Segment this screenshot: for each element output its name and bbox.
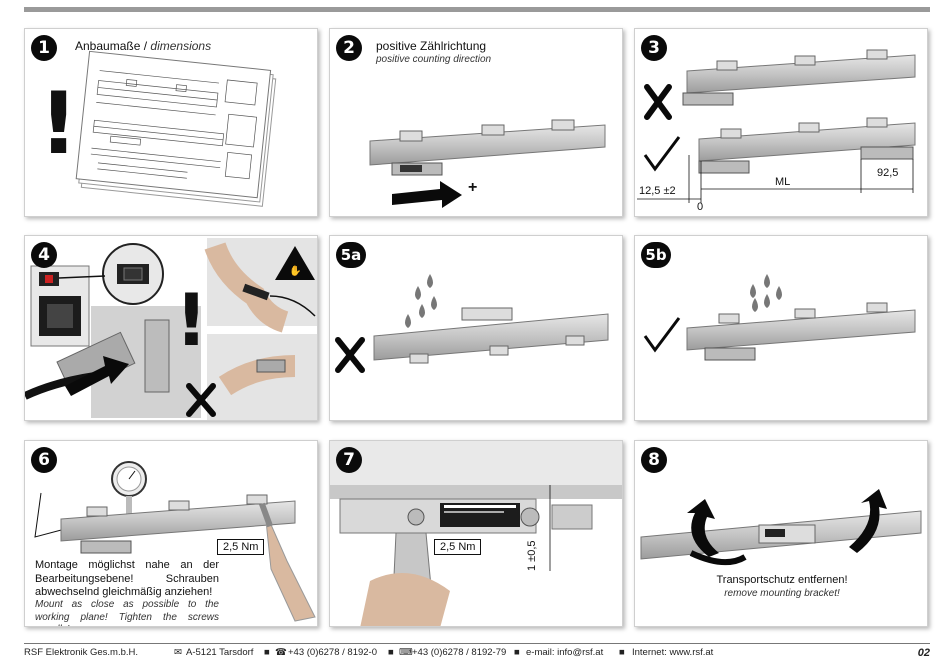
check-icon (643, 317, 681, 353)
panel-title: Anbaumaße / dimensions (75, 39, 212, 53)
cross-icon (644, 84, 672, 120)
separator: ■ (264, 647, 270, 658)
panel-5b: 5b (634, 235, 928, 421)
mounting-instruction-en: Mount as close as possible to the workin… (35, 599, 219, 626)
exclamation-icon: ! (39, 74, 79, 174)
torque-label: 2,5 Nm (217, 539, 265, 555)
panel-7: 7 2,5 Nm 1 ±0,5 (329, 440, 623, 627)
cross-icon (186, 383, 216, 417)
svg-text:✋: ✋ (289, 264, 301, 277)
panel-2: 2 positive Zählrichtung positive countin… (329, 28, 623, 217)
company-name: RSF Elektronik Ges.m.b.H. (24, 647, 139, 658)
step-number: 5b (641, 242, 671, 268)
panel-1: 1 Anbaumaße / dimensions ! (24, 28, 318, 217)
step-number: 5a (336, 242, 366, 268)
separator: ■ (514, 647, 520, 658)
phone-icon: ☎ (275, 647, 287, 658)
exclamation-icon: ! (175, 278, 208, 362)
fax: +43 (0)6278 / 8192-79 (412, 647, 507, 658)
dim-offset: 12,5 ±2 (639, 185, 676, 197)
panel-8: 8 Transportschutz entfernen! remove moun… (634, 440, 928, 627)
page-number: 02 (917, 647, 930, 659)
arrow-icon (849, 489, 887, 553)
fax-icon: ⌨ (399, 647, 413, 658)
esd-connection-illustration: ✋ (25, 238, 317, 420)
dim-zero: 0 (697, 201, 704, 213)
step-number: 1 (31, 35, 57, 61)
step-number: 2 (336, 35, 362, 61)
panel-3: 3 12,5 ± (634, 28, 928, 217)
step-number: 6 (31, 447, 57, 473)
step-number: 8 (641, 447, 667, 473)
step-number: 3 (641, 35, 667, 61)
drop-icon (405, 274, 437, 328)
panel-title: positive Zählrichtung (376, 39, 487, 53)
drop-icon (750, 274, 782, 312)
panel-5a: 5a (329, 235, 623, 421)
cross-icon (335, 337, 365, 373)
email: e-mail: info@rsf.at (526, 647, 604, 658)
instruction-de: Transportschutz entfernen! (716, 574, 848, 586)
transport-bracket-illustration (640, 489, 922, 566)
panel-4: 4 ✋ ! (24, 235, 318, 421)
panel-subtitle: positive counting direction (376, 54, 492, 65)
top-rule (24, 7, 930, 12)
footer-rule (24, 643, 930, 644)
step-number: 7 (336, 447, 362, 473)
arrow-icon (65, 356, 129, 396)
mail-icon: ✉ (174, 647, 182, 658)
panel-6: 6 2,5 Nm Montage möglichst nahe an der B… (24, 440, 318, 627)
step-number: 4 (31, 242, 57, 268)
torque-label: 2,5 Nm (434, 539, 482, 555)
footer: RSF Elektronik Ges.m.b.H. ✉ A-5121 Tarsd… (24, 647, 930, 661)
wrong-orientation-illustration (335, 274, 609, 373)
dimension-drawing (75, 50, 277, 207)
correct-orientation-illustration (643, 274, 916, 361)
dim-end: 92,5 (877, 167, 899, 179)
mounting-illustration (34, 461, 316, 622)
check-icon (643, 136, 681, 172)
mounting-comparison (637, 49, 916, 203)
separator: ■ (388, 647, 394, 658)
scale-illustration (369, 119, 606, 208)
plus-sign: + (468, 179, 478, 196)
internet: Internet: www.rsf.at (632, 647, 714, 658)
gap-adjust-illustration (330, 441, 622, 626)
address: A-5121 Tarsdorf (186, 647, 254, 658)
arrow-icon (392, 181, 462, 208)
arrow-icon (687, 499, 719, 557)
instruction-en: remove mounting bracket! (724, 588, 840, 599)
separator: ■ (619, 647, 625, 658)
esd-warning-icon (275, 246, 315, 280)
phone: +43 (0)6278 / 8192-0 (288, 647, 377, 658)
gap-label: 1 ±0,5 (526, 540, 538, 571)
dim-measuring-length: ML (775, 176, 791, 188)
mounting-instruction-de: Montage möglichst nahe an der Bearbeitun… (35, 559, 219, 598)
